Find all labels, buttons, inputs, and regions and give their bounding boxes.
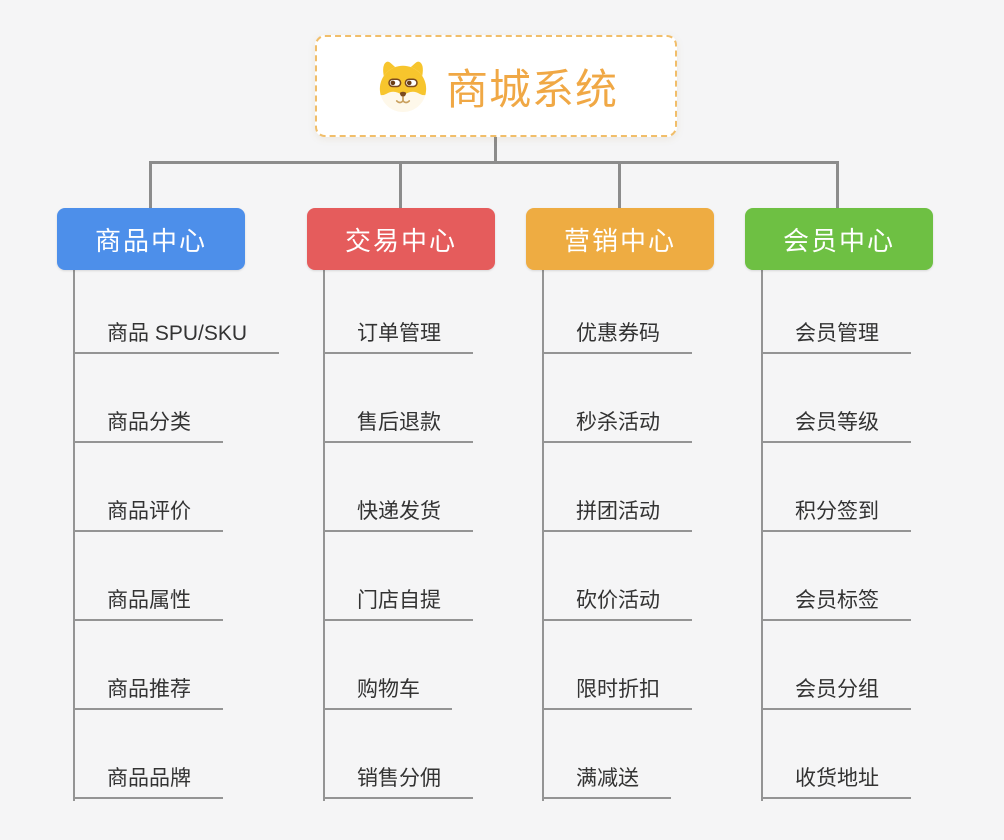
leaf-node[interactable]: 商品推荐 [73,677,223,710]
leaf-node[interactable]: 门店自提 [323,588,473,621]
leaf-node[interactable]: 优惠券码 [542,321,692,354]
connector-trunk-trade [323,270,325,801]
leaf-node[interactable]: 商品评价 [73,499,223,532]
branch-trade-center[interactable]: 交易中心 [307,208,495,270]
leaf-node[interactable]: 会员等级 [761,410,911,443]
shiba-dog-face-icon [374,59,432,113]
connector-drop-trade [399,161,402,210]
connector-trunk-member [761,270,763,801]
leaf-node[interactable]: 售后退款 [323,410,473,443]
leaf-node[interactable]: 限时折扣 [542,677,692,710]
branch-product-center[interactable]: 商品中心 [57,208,245,270]
root-node[interactable]: 商城系统 [315,35,677,137]
connector-drop-member [836,161,839,210]
leaf-node[interactable]: 商品属性 [73,588,223,621]
leaf-node[interactable]: 销售分佣 [323,766,473,799]
leaf-node[interactable]: 收货地址 [761,766,911,799]
connector-trunk-marketing [542,270,544,801]
leaf-node[interactable]: 会员标签 [761,588,911,621]
leaf-node[interactable]: 砍价活动 [542,588,692,621]
leaf-node[interactable]: 秒杀活动 [542,410,692,443]
branch-marketing-center[interactable]: 营销中心 [526,208,714,270]
leaf-node[interactable]: 购物车 [323,677,452,710]
leaf-node[interactable]: 会员管理 [761,321,911,354]
leaf-node[interactable]: 商品分类 [73,410,223,443]
connector-drop-product [149,161,152,210]
leaf-node[interactable]: 商品 SPU/SKU [73,321,280,354]
leaf-node[interactable]: 拼团活动 [542,499,692,532]
connector-horizontal-bar [149,161,839,164]
leaf-node[interactable]: 订单管理 [323,321,473,354]
branch-member-center[interactable]: 会员中心 [745,208,933,270]
leaf-node[interactable]: 快递发货 [323,499,473,532]
leaf-node[interactable]: 会员分组 [761,677,911,710]
connector-drop-marketing [618,161,621,210]
root-title: 商城系统 [445,65,618,113]
leaf-node[interactable]: 积分签到 [761,499,911,532]
connector-trunk-product [73,270,75,801]
connector-root-stem [494,136,497,163]
leaf-node[interactable]: 满减送 [542,766,671,799]
leaf-node[interactable]: 商品品牌 [73,766,223,799]
